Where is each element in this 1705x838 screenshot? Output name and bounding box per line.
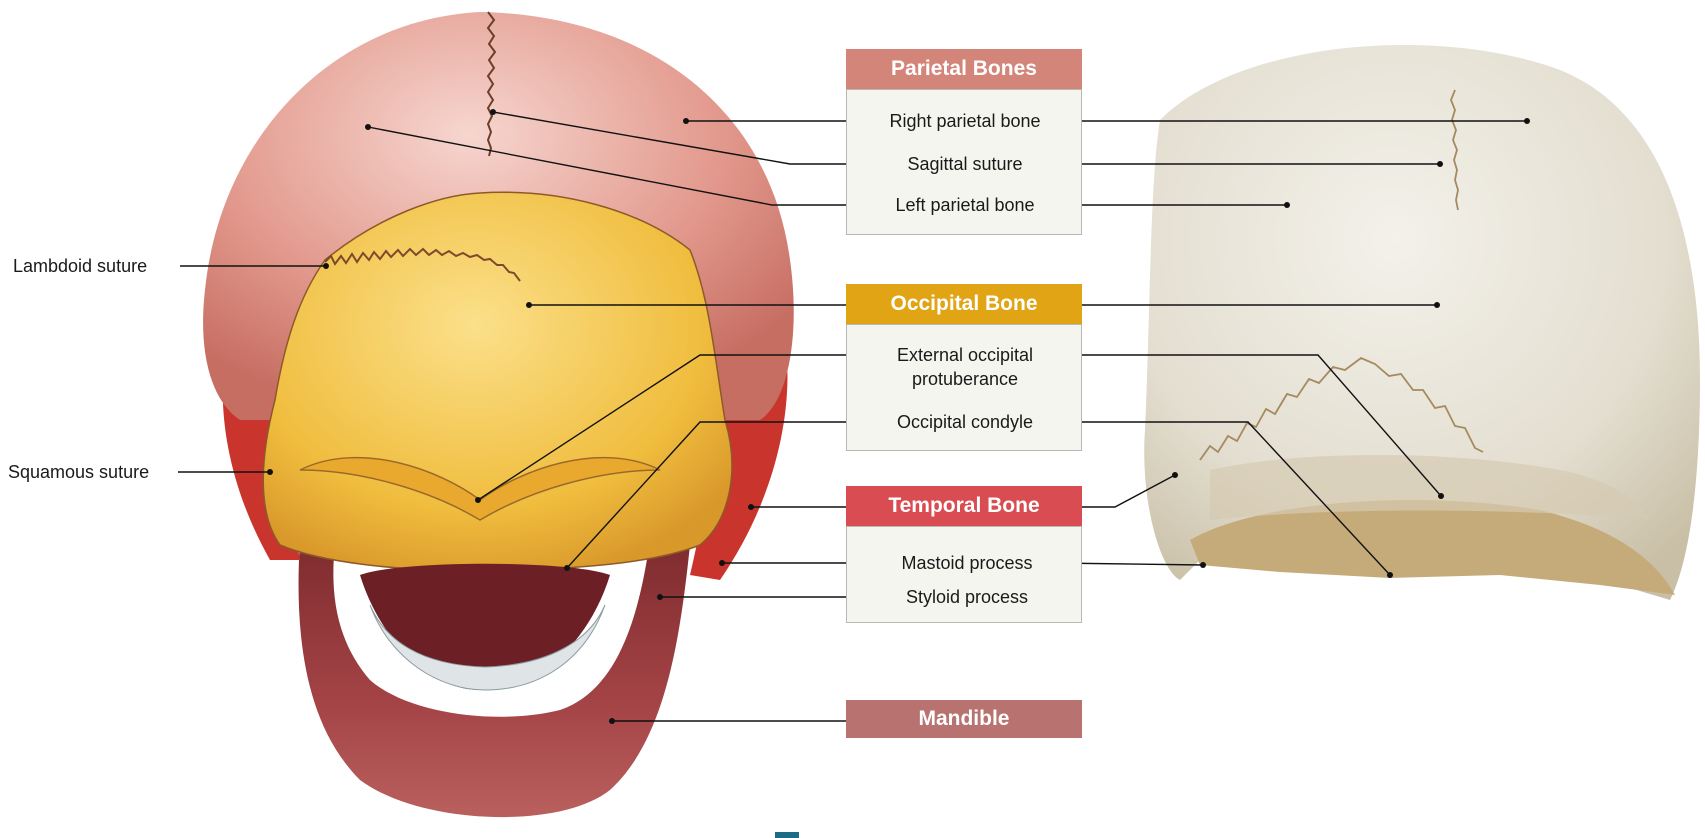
dot-lambdoid xyxy=(323,263,329,269)
dot-condyle-b xyxy=(1387,572,1393,578)
dot-sagittal-a xyxy=(490,109,496,115)
dot-occipital-b xyxy=(1434,302,1440,308)
external-occipital-label-line2: protuberance xyxy=(909,368,1021,390)
styloid-process-label: Styloid process xyxy=(903,586,1031,608)
left-parietal-bone-label: Left parietal bone xyxy=(892,194,1037,216)
external-occipital-label-line1: External occipital xyxy=(894,344,1036,366)
dot-ext-occ-b xyxy=(1438,493,1444,499)
dot-squamous xyxy=(267,469,273,475)
occipital-condyle-label: Occipital condyle xyxy=(894,411,1036,433)
dot-left-parietal-b xyxy=(1284,202,1290,208)
dot-condyle-a xyxy=(564,565,570,571)
mandible-header: Mandible xyxy=(846,700,1082,738)
dot-mastoid-b xyxy=(1200,562,1206,568)
dot-styloid xyxy=(657,594,663,600)
temporal-labels-panel xyxy=(846,526,1082,623)
squamous-suture-label: Squamous suture xyxy=(5,461,152,483)
dot-occipital-a xyxy=(526,302,532,308)
dot-temporal-a xyxy=(748,504,754,510)
occipital-bone-header: Occipital Bone xyxy=(846,284,1082,324)
sagittal-suture-label: Sagittal suture xyxy=(904,153,1025,175)
dot-mandible xyxy=(609,718,615,724)
dot-right-parietal-b xyxy=(1524,118,1530,124)
dot-mastoid-a xyxy=(719,560,725,566)
dot-sagittal-b xyxy=(1437,161,1443,167)
dot-ext-occ-a xyxy=(475,497,481,503)
parietal-bones-header: Parietal Bones xyxy=(846,49,1082,89)
right-parietal-bone-label: Right parietal bone xyxy=(886,110,1043,132)
dot-temporal-b xyxy=(1172,472,1178,478)
dot-right-parietal-a xyxy=(683,118,689,124)
illustrated-skull xyxy=(203,12,794,817)
page-marker xyxy=(775,832,799,838)
real-skull xyxy=(1144,45,1700,600)
dot-left-parietal-a xyxy=(365,124,371,130)
temporal-bone-header: Temporal Bone xyxy=(846,486,1082,526)
mastoid-process-label: Mastoid process xyxy=(898,552,1035,574)
lambdoid-suture-label: Lambdoid suture xyxy=(10,255,150,277)
